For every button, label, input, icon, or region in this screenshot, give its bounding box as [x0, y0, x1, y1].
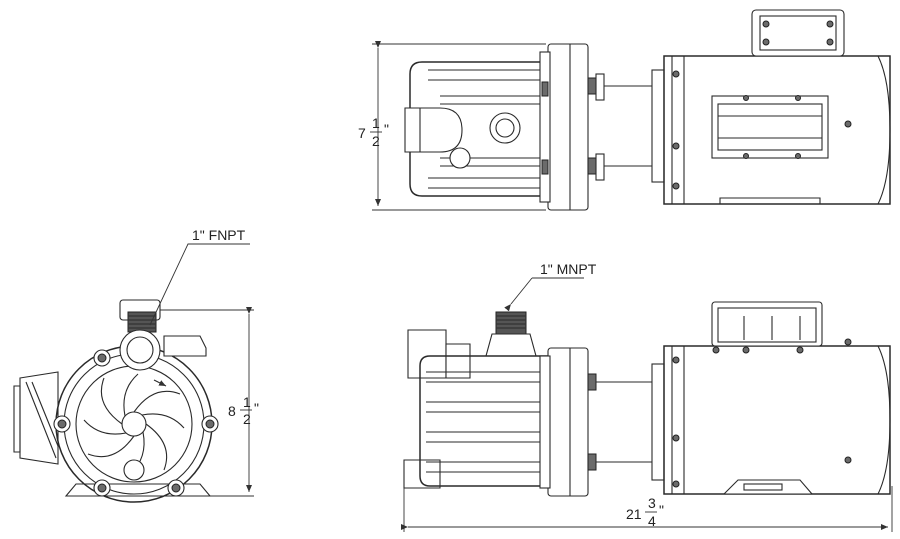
side-view [401, 277, 893, 532]
top-view [372, 9, 891, 211]
svg-text:1: 1 [243, 394, 251, 410]
svg-text:": " [659, 502, 664, 518]
width-dimension-label: 7 1 2 " [358, 115, 389, 149]
svg-text:7: 7 [358, 125, 366, 141]
inlet-label: 1" FNPT [192, 227, 246, 243]
svg-text:2: 2 [243, 411, 251, 427]
svg-text:1" MNPT: 1" MNPT [540, 261, 597, 277]
front-view [13, 243, 254, 503]
outlet-label: 1" MNPT [540, 261, 597, 277]
svg-text:4: 4 [648, 513, 656, 529]
svg-text:": " [254, 400, 259, 416]
svg-text:3: 3 [648, 495, 656, 511]
svg-text:1" FNPT: 1" FNPT [192, 227, 246, 243]
svg-text:1: 1 [372, 115, 380, 131]
svg-text:21: 21 [626, 506, 642, 522]
svg-text:8: 8 [228, 403, 236, 419]
length-dimension-label: 21 3 4 " [626, 495, 664, 529]
height-dimension-label: 8 1 2 " [228, 394, 259, 427]
svg-text:2: 2 [372, 133, 380, 149]
svg-text:": " [384, 121, 389, 137]
